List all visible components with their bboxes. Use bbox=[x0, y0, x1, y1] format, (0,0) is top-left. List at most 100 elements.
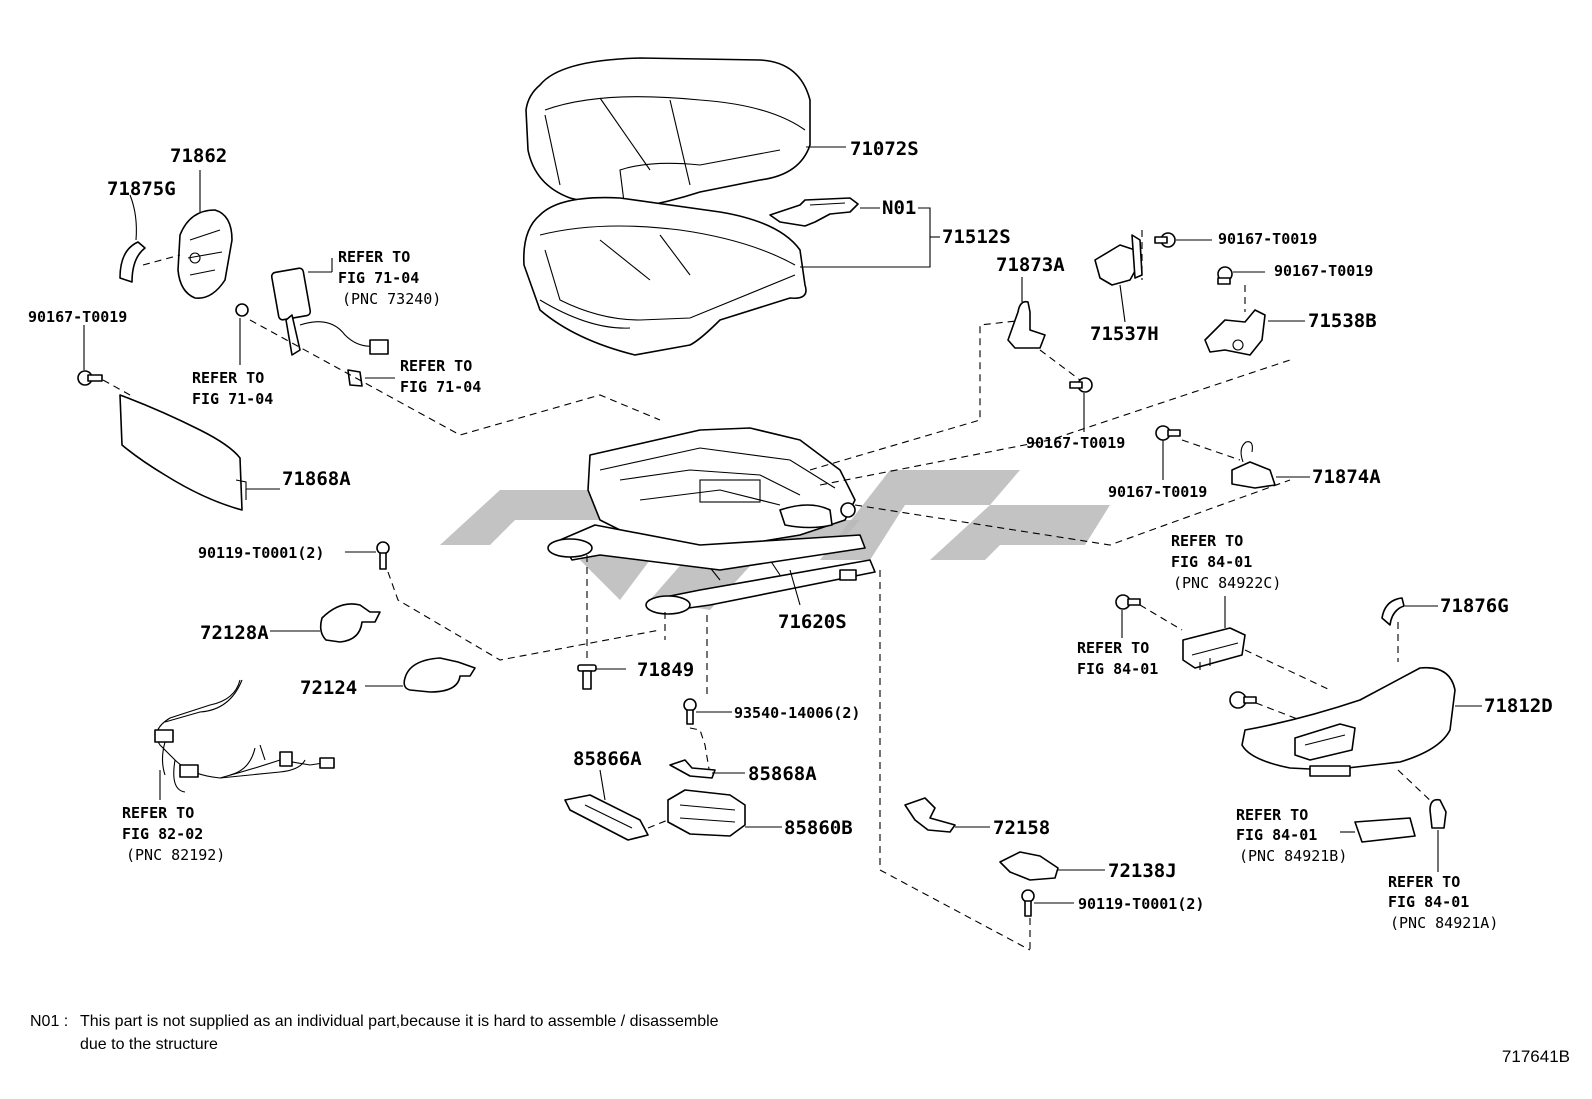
hook-71874A[interactable] bbox=[1231, 441, 1276, 489]
label-71812D[interactable]: 71812D bbox=[1484, 695, 1553, 717]
hook-71873A[interactable] bbox=[1007, 300, 1046, 349]
footnote-N01: N01 : This part is not supplied as an ind… bbox=[30, 1010, 719, 1056]
label-71873A[interactable]: 71873A bbox=[996, 254, 1065, 276]
label-90167-center[interactable]: 90167-T0019 bbox=[1026, 434, 1125, 452]
refer-fig-84-01-bolt[interactable]: REFER TO FIG 84-01 bbox=[1077, 639, 1158, 678]
bracket-72158[interactable] bbox=[904, 797, 956, 833]
bolt-90119-left[interactable] bbox=[376, 541, 390, 570]
svg-text:FIG 84-01: FIG 84-01 bbox=[1388, 893, 1469, 911]
label-90167-upper-right[interactable]: 90167-T0019 bbox=[1274, 262, 1373, 280]
label-71538B[interactable]: 71538B bbox=[1308, 310, 1377, 332]
side-shield-71812D[interactable] bbox=[1241, 666, 1456, 777]
bracket-71537H[interactable] bbox=[1094, 234, 1143, 286]
bracket-71538B[interactable] bbox=[1204, 309, 1266, 356]
refer-fig-84-01-pnc-84922C[interactable]: REFER TO FIG 84-01 (PNC 84922C) bbox=[1171, 532, 1281, 592]
label-71620S[interactable]: 71620S bbox=[778, 611, 847, 633]
label-93540[interactable]: 93540-14006(2) bbox=[734, 704, 860, 722]
label-90167-left[interactable]: 90167-T0019 bbox=[28, 308, 127, 326]
svg-text:FIG 84-01: FIG 84-01 bbox=[1077, 660, 1158, 678]
refer-fig-82-02[interactable]: REFER TO FIG 82-02 (PNC 82192) bbox=[122, 804, 225, 864]
bracket-72138J[interactable] bbox=[999, 851, 1059, 881]
svg-text:FIG 71-04: FIG 71-04 bbox=[338, 269, 419, 287]
svg-text:REFER TO: REFER TO bbox=[1077, 639, 1149, 657]
cover-72124[interactable] bbox=[403, 657, 476, 693]
label-90119-right[interactable]: 90119-T0001(2) bbox=[1078, 895, 1204, 913]
wire-harness[interactable] bbox=[154, 679, 335, 793]
refer-fig-71-04-pnc-73240[interactable]: REFER TO FIG 71-04 (PNC 73240) bbox=[338, 248, 441, 308]
label-N01[interactable]: N01 bbox=[882, 197, 916, 219]
label-71875G[interactable]: 71875G bbox=[107, 178, 176, 200]
refer-fig-84-01-pnc-84921B[interactable]: REFER TO FIG 84-01 (PNC 84921B) bbox=[1236, 806, 1347, 865]
clip-71876G[interactable] bbox=[1381, 597, 1405, 626]
label-72158[interactable]: 72158 bbox=[993, 817, 1050, 839]
label-71876G[interactable]: 71876G bbox=[1440, 595, 1509, 617]
switch-knob-84921B[interactable] bbox=[1354, 817, 1416, 843]
label-72124[interactable]: 72124 bbox=[300, 677, 357, 699]
switch-84922C[interactable] bbox=[1182, 627, 1246, 670]
label-90119-left[interactable]: 90119-T0001(2) bbox=[198, 544, 324, 562]
figure-code: 717641B bbox=[1501, 1047, 1570, 1066]
screw-93540[interactable] bbox=[683, 698, 697, 725]
svg-text:REFER TO: REFER TO bbox=[400, 357, 472, 375]
svg-text:(PNC 84921A): (PNC 84921A) bbox=[1390, 914, 1498, 932]
label-71072S[interactable]: 71072S bbox=[850, 138, 919, 160]
part-71875G-clip[interactable] bbox=[119, 241, 146, 283]
label-71849[interactable]: 71849 bbox=[637, 659, 694, 681]
bolt-90119-right[interactable] bbox=[1021, 889, 1035, 917]
label-71512S[interactable]: 71512S bbox=[942, 226, 1011, 248]
bolt-90167-upper-right[interactable] bbox=[1217, 266, 1233, 285]
bolt-90167-center[interactable] bbox=[1069, 377, 1093, 393]
svg-text:FIG 84-01: FIG 84-01 bbox=[1236, 826, 1317, 844]
footnote-line2: due to the structure bbox=[80, 1036, 218, 1053]
svg-text:(PNC 73240): (PNC 73240) bbox=[342, 290, 441, 308]
label-85860B[interactable]: 85860B bbox=[784, 817, 853, 839]
switch-knob-84921A[interactable] bbox=[1429, 798, 1447, 829]
refer-fig-84-01-pnc-84921A[interactable]: REFER TO FIG 84-01 (PNC 84921A) bbox=[1388, 873, 1498, 932]
svg-text:REFER TO: REFER TO bbox=[338, 248, 410, 266]
label-71862[interactable]: 71862 bbox=[170, 145, 227, 167]
sensor-85860B[interactable] bbox=[667, 789, 746, 837]
refer-fig-71-04-left[interactable]: REFER TO FIG 71-04 bbox=[192, 369, 273, 408]
svg-text:(PNC 82192): (PNC 82192) bbox=[126, 846, 225, 864]
screw-71849[interactable] bbox=[577, 664, 597, 690]
pad-85866A[interactable] bbox=[564, 794, 649, 841]
svg-text:FIG 84-01: FIG 84-01 bbox=[1171, 553, 1252, 571]
svg-text:REFER TO: REFER TO bbox=[1171, 532, 1243, 550]
part-N01[interactable] bbox=[769, 197, 859, 227]
svg-text:FIG 82-02: FIG 82-02 bbox=[122, 825, 203, 843]
cover-72128A[interactable] bbox=[319, 603, 381, 643]
label-72128A[interactable]: 72128A bbox=[200, 622, 269, 644]
label-71868A[interactable]: 71868A bbox=[282, 468, 351, 490]
label-71874A[interactable]: 71874A bbox=[1312, 466, 1381, 488]
footnote-label: N01 : bbox=[30, 1013, 69, 1030]
bolt-90167-right[interactable] bbox=[1155, 425, 1181, 441]
svg-text:REFER TO: REFER TO bbox=[1388, 873, 1460, 891]
svg-text:FIG 71-04: FIG 71-04 bbox=[400, 378, 481, 396]
seat-frame-71620S[interactable] bbox=[547, 427, 876, 615]
footnote-line1: This part is not supplied as an individu… bbox=[80, 1013, 719, 1030]
refer-fig-71-04-right[interactable]: REFER TO FIG 71-04 bbox=[400, 357, 481, 396]
label-90167-right[interactable]: 90167-T0019 bbox=[1108, 483, 1207, 501]
bolt-icon bbox=[235, 303, 249, 317]
svg-text:FIG 71-04: FIG 71-04 bbox=[192, 390, 273, 408]
label-72138J[interactable]: 72138J bbox=[1108, 860, 1177, 882]
seat-pad-71512S[interactable] bbox=[523, 196, 807, 356]
label-85868A[interactable]: 85868A bbox=[748, 763, 817, 785]
label-85866A[interactable]: 85866A bbox=[573, 748, 642, 770]
bolt-84-01[interactable] bbox=[1115, 594, 1141, 610]
svg-text:(PNC 84921B): (PNC 84921B) bbox=[1239, 847, 1347, 865]
bolt-90167-top[interactable] bbox=[1154, 232, 1176, 248]
part-71862-cover[interactable] bbox=[177, 209, 233, 299]
svg-text:REFER TO: REFER TO bbox=[1236, 806, 1308, 824]
bracket-85868A[interactable] bbox=[669, 759, 716, 779]
bolt-90167-left[interactable] bbox=[77, 370, 103, 386]
trim-panel-71868A[interactable] bbox=[119, 394, 247, 511]
seat-cover-71072S[interactable] bbox=[525, 57, 811, 211]
svg-text:REFER TO: REFER TO bbox=[192, 369, 264, 387]
svg-text:(PNC 84922C): (PNC 84922C) bbox=[1173, 574, 1281, 592]
bolt-side[interactable] bbox=[1229, 691, 1257, 709]
svg-text:REFER TO: REFER TO bbox=[122, 804, 194, 822]
label-71537H[interactable]: 71537H bbox=[1090, 323, 1159, 345]
label-90167-top[interactable]: 90167-T0019 bbox=[1218, 230, 1317, 248]
